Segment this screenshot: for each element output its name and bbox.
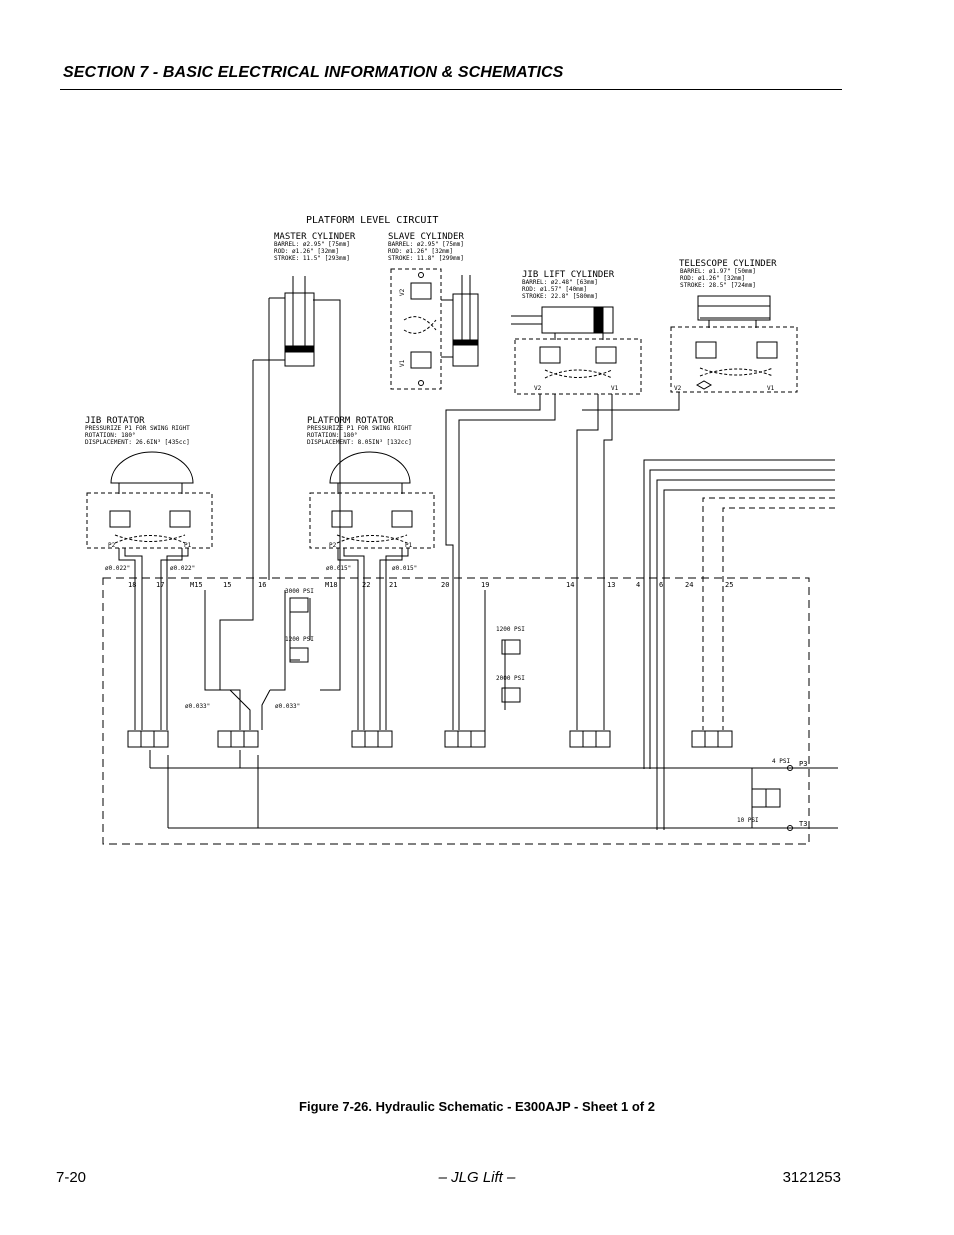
port-21: 21 xyxy=(389,581,397,589)
port-6: 6 xyxy=(659,581,663,589)
relief-10psi: 10 PSI xyxy=(737,817,759,824)
port-p3: P3 xyxy=(799,760,807,768)
telescope-rod: ROD: ø1.26" [32mm] xyxy=(680,275,745,282)
platform-rotator-l1: PRESSURIZE P1 FOR SWING RIGHT xyxy=(307,425,412,432)
platform-rotator-l3: DISPLACEMENT: 8.05IN³ [132cc] xyxy=(307,439,412,446)
platform-rotator-title: PLATFORM ROTATOR xyxy=(307,416,394,426)
telescope-port-v1: V1 xyxy=(767,385,775,392)
relief-2000: 2000 PSI xyxy=(496,675,525,682)
jib-lift-rod: ROD: ø1.57" [40mm] xyxy=(522,286,587,293)
port-13: 13 xyxy=(607,581,615,589)
document-number: 3121253 xyxy=(782,1169,841,1186)
port-18: 18 xyxy=(128,581,136,589)
footer-publisher: – JLG Lift – xyxy=(438,1169,516,1186)
page-number: 7-20 xyxy=(56,1169,87,1186)
port-14: 14 xyxy=(566,581,574,589)
relief-1200-b: 1200 PSI xyxy=(496,626,525,633)
slave-cylinder xyxy=(441,275,479,367)
jib-rotator-l1: PRESSURIZE P1 FOR SWING RIGHT xyxy=(85,425,190,432)
slave-cyl-stroke: STROKE: 11.8" [299mm] xyxy=(388,255,464,262)
master-cyl-title: MASTER CYLINDER xyxy=(274,232,356,242)
jib-rotator-valve-block: P2 P1 xyxy=(86,492,213,549)
port-t3: T3 xyxy=(799,820,807,828)
port-19: 19 xyxy=(481,581,489,589)
port-24: 24 xyxy=(685,581,693,589)
port-16: 16 xyxy=(258,581,266,589)
slave-port-v2: V2 xyxy=(399,288,406,296)
telescope-stroke: STROKE: 28.5" [724mm] xyxy=(680,282,756,289)
orifice-label-2: ø0.022" xyxy=(170,565,195,572)
hydraulic-lines xyxy=(118,298,838,830)
master-cyl-barrel: BARREL: ø2.95" [75mm] xyxy=(274,241,350,248)
master-cyl-rod: ROD: ø1.26" [32mm] xyxy=(274,248,339,255)
slave-cyl-barrel: BARREL: ø2.95" [75mm] xyxy=(388,241,464,248)
main-manifold xyxy=(102,577,810,845)
relief-3000: 3000 PSI xyxy=(285,588,314,595)
jib-rotator-motor xyxy=(110,451,194,494)
port-4: 4 xyxy=(636,581,640,589)
slave-cyl-title: SLAVE CYLINDER xyxy=(388,232,464,242)
jib-lift-title: JIB LIFT CYLINDER xyxy=(522,270,615,280)
directional-valves xyxy=(127,730,733,748)
orifice-label-5: ø0.033" xyxy=(185,703,210,710)
platform-level-title: PLATFORM LEVEL CIRCUIT xyxy=(306,215,438,226)
port-20: 20 xyxy=(441,581,449,589)
manifold-port-labels: 18 17 M15 15 16 M18 22 21 20 19 14 13 4 … xyxy=(128,581,733,589)
relief-4psi: 4 PSI xyxy=(772,758,790,765)
platform-rotator-valve-block: P2 P1 xyxy=(309,492,435,549)
figure-caption: Figure 7-26. Hydraulic Schematic - E300A… xyxy=(299,1099,655,1114)
slave-port-v1: V1 xyxy=(399,359,406,367)
port-22: 22 xyxy=(362,581,370,589)
orifice-label-3: ø0.015" xyxy=(326,565,351,572)
port-m18: M18 xyxy=(325,581,338,589)
orifice-label-1: ø0.022" xyxy=(105,565,130,572)
master-cyl-stroke: STROKE: 11.5" [293mm] xyxy=(274,255,350,262)
telescope-port-v2: V2 xyxy=(674,385,682,392)
section-title: SECTION 7 - BASIC ELECTRICAL INFORMATION… xyxy=(63,64,564,81)
orifice-label-6: ø0.033" xyxy=(275,703,300,710)
jib-rotator-l3: DISPLACEMENT: 26.6IN³ [435cc] xyxy=(85,439,190,446)
port-17: 17 xyxy=(156,581,164,589)
slave-valve-block: V2 V1 xyxy=(390,268,442,390)
jib-rotator-l2: ROTATION: 180° xyxy=(85,432,136,439)
platform-rotator-port-p1: P1 xyxy=(405,542,413,549)
telescope-valve-block: V2 V1 xyxy=(670,326,798,393)
platform-rotator-port-p2: P2 xyxy=(329,542,337,549)
relief-valves: 3000 PSI 1200 PSI 1200 PSI 2000 PSI xyxy=(285,588,525,703)
header-rule xyxy=(60,89,842,90)
jib-lift-valve-block: V2 V1 xyxy=(514,338,642,395)
jib-lift-stroke: STROKE: 22.8" [580mm] xyxy=(522,293,598,300)
platform-rotator-l2: ROTATION: 180° xyxy=(307,432,358,439)
platform-rotator-motor xyxy=(329,451,411,494)
jib-lift-port-v1: V1 xyxy=(611,385,619,392)
port-m15: M15 xyxy=(190,581,203,589)
port-25: 25 xyxy=(725,581,733,589)
jib-lift-port-v2: V2 xyxy=(534,385,542,392)
relief-1200-a: 1200 PSI xyxy=(285,636,314,643)
telescope-barrel: BARREL: ø1.97" [50mm] xyxy=(680,268,756,275)
jib-rotator-port-p1: P1 xyxy=(184,542,192,549)
orifice-label-4: ø0.015" xyxy=(392,565,417,572)
jib-rotator-port-p2: P2 xyxy=(108,542,116,549)
telescope-title: TELESCOPE CYLINDER xyxy=(679,259,777,269)
p3-t3-block: 4 PSI 10 PSI P3 T3 xyxy=(737,758,807,831)
slave-cyl-rod: ROD: ø1.26" [32mm] xyxy=(388,248,453,255)
telescope-cylinder xyxy=(697,295,771,328)
jib-lift-barrel: BARREL: ø2.48" [63mm] xyxy=(522,279,598,286)
jib-rotator-title: JIB ROTATOR xyxy=(85,416,145,426)
port-15: 15 xyxy=(223,581,231,589)
jib-lift-cylinder xyxy=(511,306,614,340)
master-cylinder xyxy=(269,276,315,367)
